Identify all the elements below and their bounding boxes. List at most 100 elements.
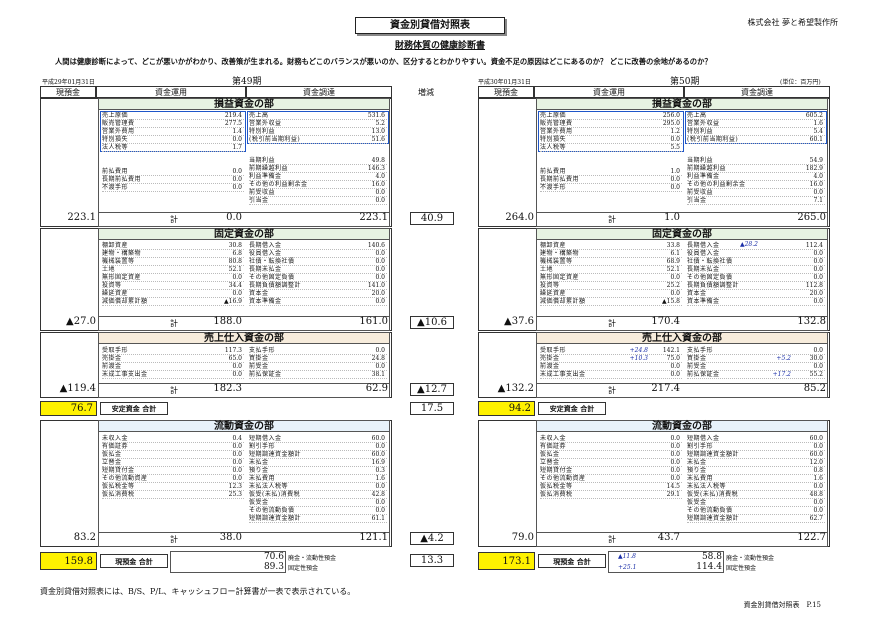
- row-label: 未成工事支出金: [540, 371, 586, 378]
- row-label: 長期負債額調整計: [687, 282, 740, 289]
- row-value: 6.1: [670, 250, 680, 257]
- row-value: 0.0: [375, 443, 385, 450]
- row-value: 48.8: [809, 491, 823, 498]
- row-label: その他流動資産: [102, 475, 148, 482]
- right-sales-total-use: 217.4: [651, 383, 680, 394]
- row-value: 80.8: [228, 258, 242, 265]
- row-label: 立替金: [102, 459, 122, 466]
- row-value: 182.9: [805, 165, 823, 172]
- row-label: 棚卸資産: [102, 242, 129, 249]
- row-value: 0.0: [232, 371, 242, 378]
- right-procure-header: 資金調達: [684, 86, 830, 98]
- right-pl-total-label: 計: [608, 215, 616, 224]
- row-value: 0.0: [813, 483, 823, 490]
- row-value: 0.0: [375, 298, 385, 305]
- row-label: 預り金: [687, 467, 707, 474]
- row-value: 12.0: [809, 459, 823, 466]
- row-label: 売上高: [249, 112, 269, 119]
- row-value: 30.0: [809, 355, 823, 362]
- row-label: 引当金: [687, 197, 707, 204]
- row-value: 20.0: [371, 290, 385, 297]
- row-label: 不渡手形: [540, 184, 567, 191]
- row-label: 売掛金: [540, 355, 560, 362]
- row-label: 前払保証金: [687, 371, 720, 378]
- right-current-cash: 79.0: [511, 532, 534, 543]
- row-value: 605.2: [805, 112, 823, 119]
- left-current-total-proc: 121.1: [359, 532, 388, 543]
- row-label: 支払手形: [249, 347, 276, 354]
- row-value: 0.0: [813, 250, 823, 257]
- row-value: 0.0: [813, 499, 823, 506]
- row-value: 256.0: [662, 112, 680, 119]
- row-value: 5.2: [375, 120, 385, 127]
- row-value: 60.0: [809, 451, 823, 458]
- row-value: 0.0: [232, 184, 242, 191]
- row-value: 0.3: [375, 467, 385, 474]
- left-fixed-header: 固定資金の部: [98, 228, 390, 240]
- row-label: 投資等: [102, 282, 122, 289]
- right-cash-total: 173.1: [478, 552, 535, 570]
- row-value: 0.0: [232, 443, 242, 450]
- left-procure-header: 資金調達: [246, 86, 392, 98]
- row-label: 前受収益: [687, 189, 714, 196]
- row-label: 前渡金: [102, 363, 122, 370]
- row-label: 長期前払費用: [540, 176, 580, 183]
- row-label: 前受金: [687, 363, 707, 370]
- row-value: 0.0: [375, 197, 385, 204]
- row-label: 前払保証金: [249, 371, 282, 378]
- left-stable-total: 76.7: [40, 401, 97, 416]
- row-value: 51.6: [371, 136, 385, 143]
- row-label: その他固定負債: [687, 274, 733, 281]
- row-label: 特別利益: [687, 128, 714, 135]
- row-label: 社債・転換社債: [687, 258, 733, 265]
- right-sales-cash: ▲132.2: [497, 383, 534, 394]
- left-cash-v1: 70.6: [263, 552, 284, 562]
- row-label: 短期借入金: [687, 435, 720, 442]
- row-label: 棚卸資産: [540, 242, 567, 249]
- left-cash-values-box: [170, 551, 286, 573]
- row-label: 前期繰越利益: [249, 165, 289, 172]
- row-value: 25.3: [228, 491, 242, 498]
- row-value: 30.8: [228, 242, 242, 249]
- row-label: 受取手形: [540, 347, 567, 354]
- row-label: 短期貸付金: [102, 467, 135, 474]
- row-label: 前払費用: [540, 168, 567, 175]
- row-value: 146.3: [367, 165, 385, 172]
- row-value: 0.0: [813, 189, 823, 196]
- row-label: 売掛金: [102, 355, 122, 362]
- row-value: 0.0: [232, 451, 242, 458]
- row-value: 6.8: [232, 250, 242, 257]
- row-value: 0.0: [375, 347, 385, 354]
- left-pl-total-use: 0.0: [226, 212, 242, 223]
- row-value: ▲15.8: [662, 298, 680, 305]
- left-current-total-row: [98, 532, 390, 545]
